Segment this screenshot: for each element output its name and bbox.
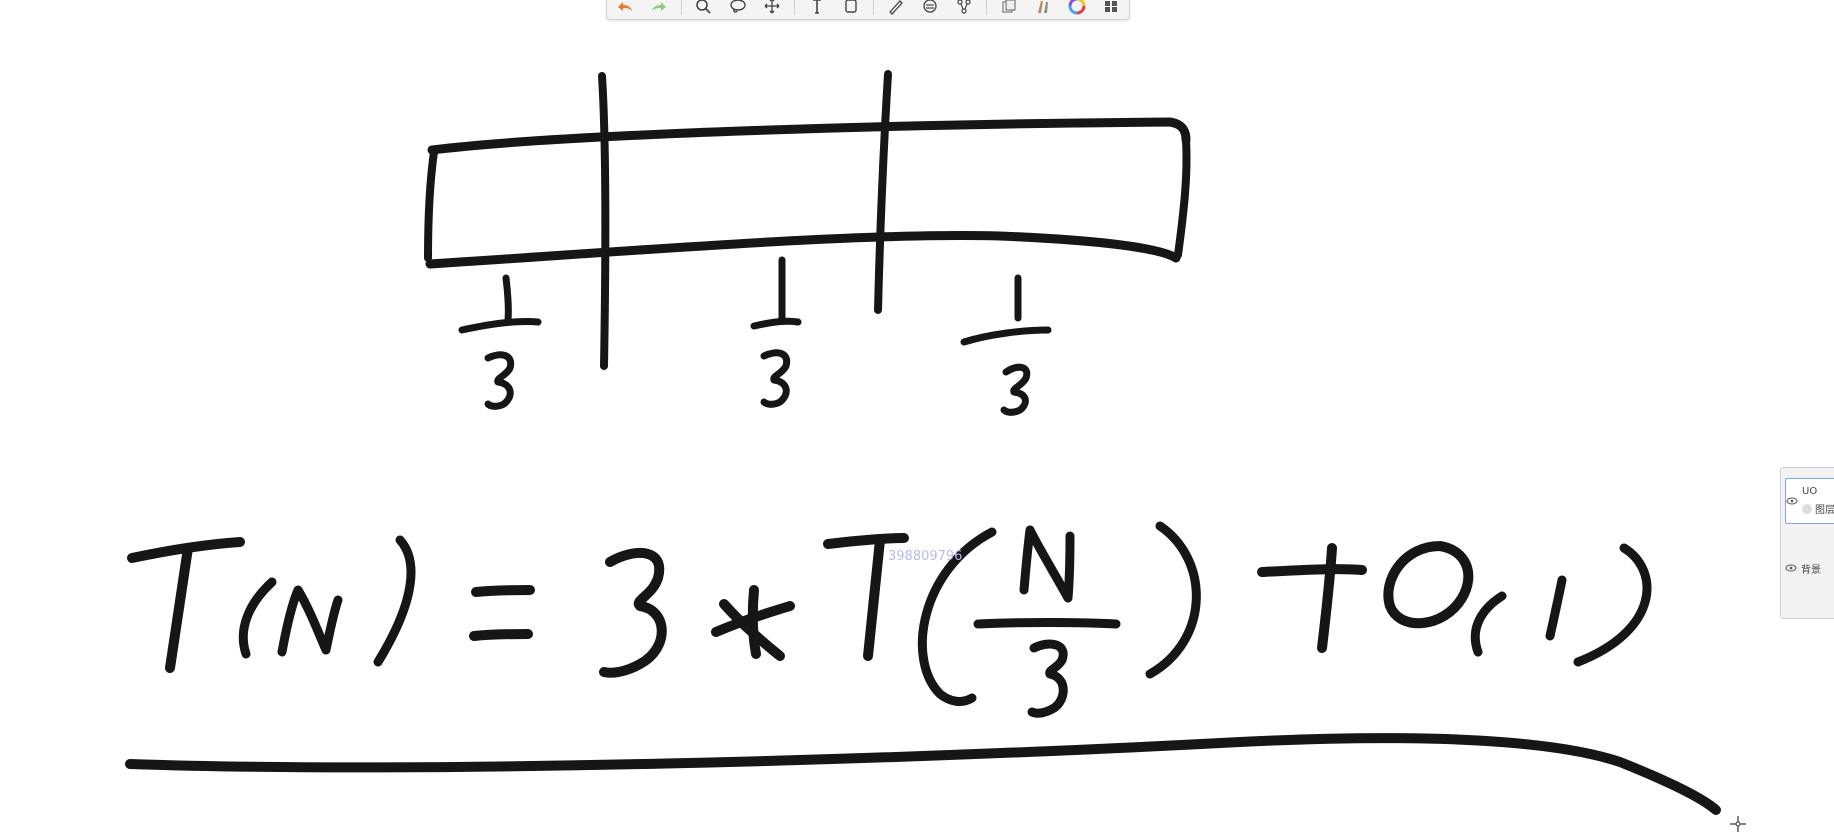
toolbar-separator (794, 0, 795, 15)
layers-panel: UO 图层 背景 (1780, 467, 1834, 619)
stroke-paren2-close (1145, 521, 1201, 679)
shape-icon[interactable] (918, 0, 942, 15)
stroke-frac1-den (484, 351, 515, 410)
stroke-paren1-open (238, 577, 277, 659)
stroke-paren2-open (917, 527, 997, 706)
layers-icon[interactable] (997, 0, 1021, 15)
layer-name: 图层 (1815, 505, 1834, 516)
stroke-underline (125, 733, 1721, 815)
stroke-N2 (1019, 525, 1075, 603)
eye-icon[interactable] (1785, 564, 1797, 572)
stroke-frac3-den (1000, 363, 1031, 416)
stroke-frac-bar (973, 618, 1121, 629)
stroke-frac3-bar (960, 326, 1052, 346)
stroke-eq-top (471, 585, 535, 597)
stroke-star-c (711, 601, 795, 637)
ink-icon[interactable] (1031, 0, 1055, 15)
eye-icon[interactable] (1786, 497, 1798, 505)
stroke-frac1-bar (458, 318, 542, 334)
layer-name: 背景 (1801, 564, 1821, 576)
toolbar-separator (873, 0, 874, 15)
stroke-paren3-open (1470, 591, 1507, 657)
stroke-divider-1 (598, 72, 610, 370)
stroke-T2-stem (863, 535, 885, 661)
text-icon[interactable] (805, 0, 829, 15)
stroke-one (1545, 575, 1567, 641)
node-icon[interactable] (952, 0, 976, 15)
stroke-eq-bot (469, 629, 533, 641)
redo-icon[interactable] (647, 0, 671, 15)
grid-icon[interactable] (1099, 0, 1123, 15)
zoom-icon[interactable] (692, 0, 716, 15)
stroke-rect-bottom (425, 230, 1181, 269)
stroke-plus-h (1257, 564, 1367, 577)
stroke-frac2-den (760, 349, 791, 408)
stroke-N1 (277, 585, 343, 657)
layer-thumbnail (1802, 503, 1812, 514)
toolbar-separator (681, 0, 682, 15)
layer-row-active[interactable]: UO 图层 (1785, 478, 1834, 524)
pen-icon[interactable] (884, 0, 908, 15)
stroke-paren1-close (373, 535, 416, 667)
stroke-frac1-num (502, 274, 512, 324)
stroke-T1-stem (165, 543, 193, 673)
eraser-icon[interactable] (839, 0, 863, 15)
layer-sublabel: UO (1802, 486, 1818, 497)
stroke-T2-top (823, 533, 909, 549)
stroke-plus-v (1317, 543, 1337, 653)
stroke-three (599, 547, 667, 678)
stroke-rect-top (427, 117, 1191, 155)
stroke-rect-left (424, 148, 438, 262)
stroke-divider-2 (874, 70, 892, 314)
top-toolbar (606, 0, 1130, 20)
stroke-frac2-bar (750, 317, 802, 330)
color-wheel-icon[interactable] (1065, 0, 1089, 15)
toolbar-separator (986, 0, 987, 15)
watermark-text: 398809796 (888, 549, 963, 564)
stroke-frac-den (1027, 639, 1068, 718)
lasso-icon[interactable] (726, 0, 750, 15)
move-icon[interactable] (760, 0, 784, 15)
crosshair-cursor-icon (1730, 816, 1746, 832)
stroke-O (1383, 541, 1474, 629)
stroke-rect-right (1174, 136, 1191, 259)
stroke-paren3-close (1573, 543, 1652, 667)
layer-row-background[interactable]: 背景 (1785, 560, 1834, 576)
undo-icon[interactable] (613, 0, 637, 15)
